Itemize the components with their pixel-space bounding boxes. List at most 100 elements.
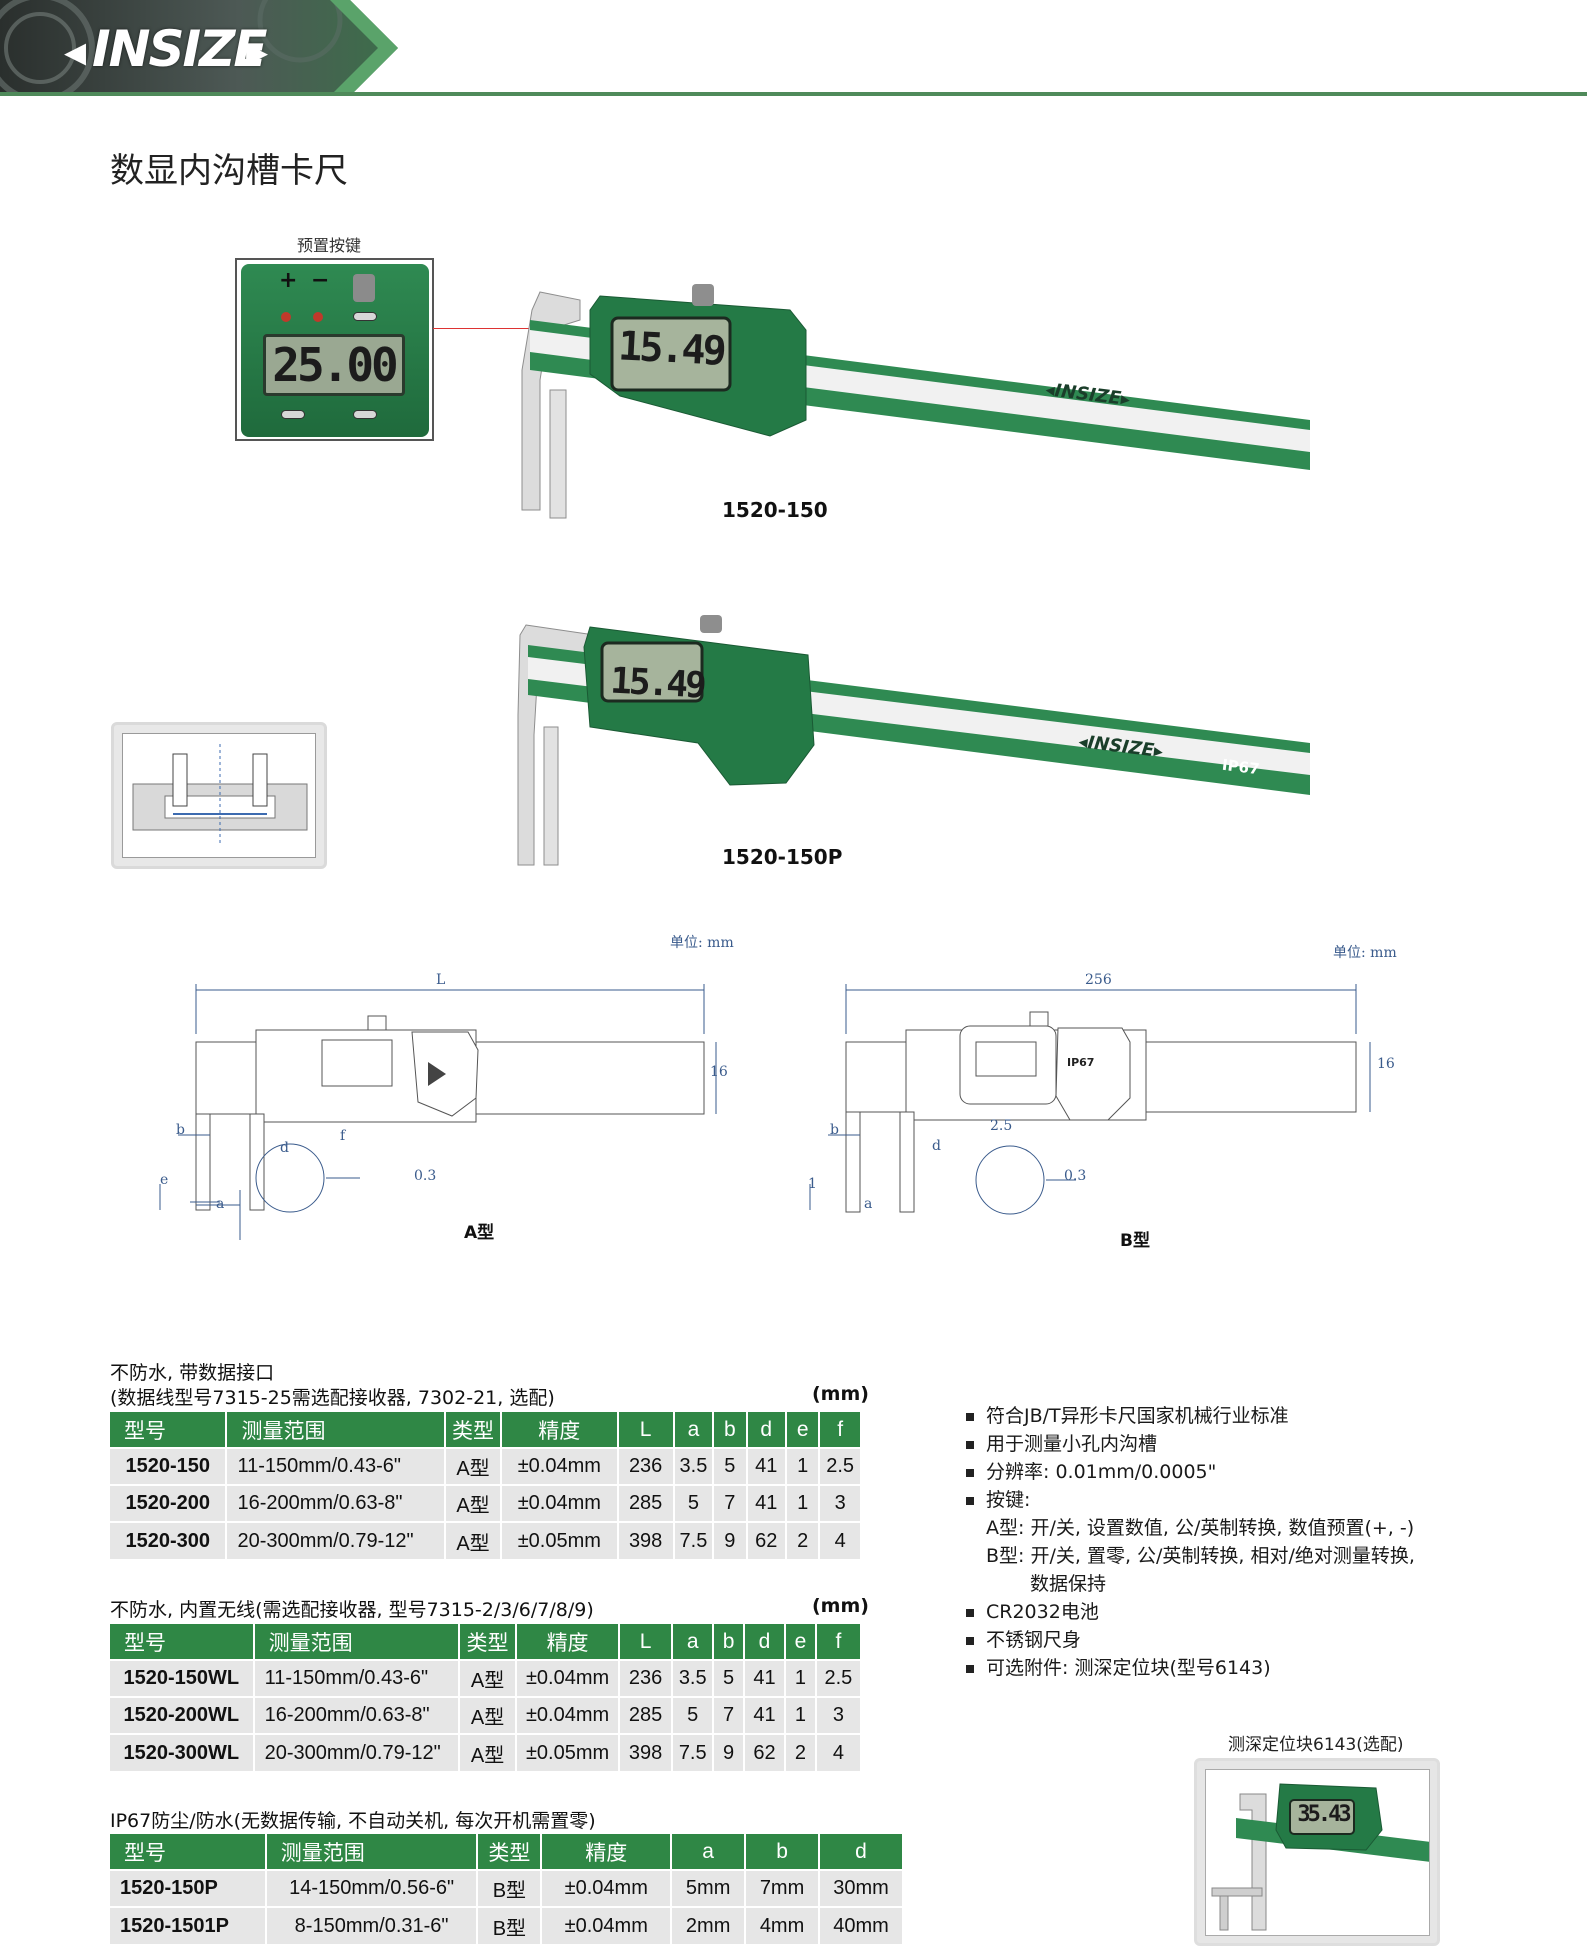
col-header: 精度	[541, 1834, 673, 1870]
caliper1-lcd-display: 15.49	[617, 323, 725, 375]
feature-item: 可选附件: 测深定位块(型号6143)	[966, 1654, 1486, 1682]
feature-item: 分辨率: 0.01mm/0.0005"	[966, 1458, 1486, 1486]
table-cell: 7.5	[672, 1733, 715, 1771]
table-row: 1520-200WL 16-200mm/0.63-8" A型 ±0.04mm 2…	[110, 1696, 863, 1734]
page-title: 数显内沟槽卡尺	[110, 151, 348, 191]
drawing-a-dim-e: e	[160, 1172, 169, 1188]
col-header: b	[713, 1412, 748, 1448]
col-header: f	[815, 1624, 863, 1660]
table-cell: 62	[744, 1733, 787, 1771]
table-cell: 2.5	[819, 1447, 862, 1485]
col-header: 测量范围	[226, 1412, 446, 1448]
table-cell: 16-200mm/0.63-8"	[253, 1696, 460, 1734]
table-cell: 1	[786, 1484, 821, 1522]
brand-arrow-left-icon: ◂	[64, 26, 87, 77]
header-banner: ◂ INSIZE ▸	[0, 0, 1587, 98]
col-header: f	[819, 1412, 862, 1448]
table-cell: 285	[618, 1696, 674, 1734]
inset-closeup: + − 25.00	[235, 258, 434, 441]
table-cell: A型	[444, 1484, 503, 1522]
table-cell-model: 1520-200WL	[110, 1696, 255, 1734]
table-cell: 14-150mm/0.56-6"	[265, 1869, 479, 1907]
thumb-wheel	[353, 274, 375, 302]
table-cell: 2.5	[815, 1659, 863, 1697]
drawing-a-diagram	[159, 984, 717, 1240]
table-cell: 7mm	[745, 1869, 820, 1907]
table-cell: 20-300mm/0.79-12"	[226, 1521, 446, 1559]
inset-device-body: + − 25.00	[241, 264, 429, 437]
table-cell: A型	[444, 1521, 503, 1559]
table2-spec: 型号 测量范围 类型 精度 L a b d e f 1520-150WL 11-…	[110, 1624, 863, 1771]
drawing-b-diagram	[809, 984, 1371, 1215]
col-header: 精度	[516, 1624, 620, 1660]
drawing-a-dim-03: 0.3	[414, 1168, 437, 1184]
table-cell: 41	[746, 1484, 788, 1522]
table-cell: 3	[815, 1696, 863, 1734]
col-header: d	[819, 1834, 904, 1870]
col-header: d	[746, 1412, 788, 1448]
drawing-b-type-label: B型	[1120, 1231, 1150, 1251]
header-gear-graphic	[0, 0, 398, 96]
drawing-a-dim-d: d	[280, 1140, 289, 1156]
off-on-button	[281, 410, 305, 419]
table1-header-row: 型号 测量范围 类型 精度 L a b d e f	[110, 1412, 862, 1448]
preset-key-label: 预置按键	[297, 236, 362, 255]
header-rule	[0, 92, 1587, 96]
table-cell: 41	[744, 1659, 787, 1697]
caliper-1520-150p-photo: ◂INSIZE▸	[517, 615, 1310, 866]
table-cell: 4	[819, 1521, 862, 1559]
table-cell: 40mm	[819, 1906, 904, 1944]
table-row: 1520-200 16-200mm/0.63-8" A型 ±0.04mm 285…	[110, 1484, 862, 1522]
table-cell: 1	[786, 1447, 821, 1485]
col-header: e	[785, 1624, 817, 1660]
col-header: 型号	[110, 1624, 255, 1660]
callout-line	[433, 328, 613, 329]
table-cell: 7	[713, 1696, 745, 1734]
table-row: 1520-1501P 8-150mm/0.31-6" B型 ±0.04mm 2m…	[110, 1906, 904, 1944]
feature-key-b: B型: 开/关, 置零, 公/英制转换, 相对/绝对测量转换,	[986, 1545, 1415, 1567]
feature-item: 不锈钢尺身	[966, 1626, 1486, 1654]
col-header: b	[713, 1624, 745, 1660]
table-cell: A型	[458, 1733, 518, 1771]
col-header: 类型	[444, 1412, 503, 1448]
drawing-a-dim-b: b	[176, 1122, 185, 1138]
table-cell: ±0.04mm	[516, 1659, 620, 1697]
accessory-photo: 35.43	[1194, 1758, 1440, 1946]
drawing-a-dim-L: L	[436, 972, 446, 988]
caliper1-model-label: 1520-150	[722, 498, 828, 522]
table-cell: 398	[617, 1521, 675, 1559]
drawing-b-dim-256: 256	[1085, 972, 1112, 988]
table3-caption: IP67防尘/防水(无数据传输, 不自动关机, 每次开机需置零)	[110, 1810, 596, 1832]
table-cell: 5	[673, 1484, 715, 1522]
col-header: b	[745, 1834, 820, 1870]
drawing-b-dim-25: 2.5	[990, 1118, 1013, 1134]
table-cell: A型	[458, 1659, 518, 1697]
table-row: 1520-150P 14-150mm/0.56-6" B型 ±0.04mm 5m…	[110, 1869, 904, 1907]
table-cell: B型	[477, 1906, 543, 1944]
table-cell: 398	[618, 1733, 674, 1771]
table-cell: 62	[746, 1521, 788, 1559]
table-cell-model: 1520-1501P	[110, 1906, 267, 1944]
drawing-a-dim-a: a	[216, 1196, 225, 1212]
plus-button	[281, 312, 291, 322]
feature-key-a: A型: 开/关, 设置数值, 公/英制转换, 数值预置(+, -)	[986, 1517, 1415, 1539]
plus-icon: +	[279, 268, 298, 293]
feature-item: 按键:	[966, 1486, 1486, 1514]
table-cell-model: 1520-200	[110, 1484, 228, 1522]
col-header: a	[671, 1834, 747, 1870]
col-header: 测量范围	[265, 1834, 479, 1870]
table-cell: 5	[713, 1447, 748, 1485]
accessory-caliper-graphic	[1211, 1783, 1429, 1931]
table-cell: 7.5	[673, 1521, 715, 1559]
drawing-b-dim-a: a	[864, 1196, 873, 1212]
table-cell: 2	[786, 1521, 821, 1559]
minus-button	[313, 312, 323, 322]
table-cell: 5	[672, 1696, 715, 1734]
table-cell: ±0.04mm	[501, 1484, 619, 1522]
table-cell-model: 1520-150P	[110, 1869, 267, 1907]
minus-icon: −	[311, 268, 330, 293]
table-cell: 16-200mm/0.63-8"	[226, 1484, 446, 1522]
feature-key-b-cont: 数据保持	[1030, 1573, 1107, 1595]
accessory-caption: 测深定位块6143(选配)	[1228, 1735, 1404, 1755]
table-row: 1520-300 20-300mm/0.79-12" A型 ±0.05mm 39…	[110, 1521, 862, 1559]
